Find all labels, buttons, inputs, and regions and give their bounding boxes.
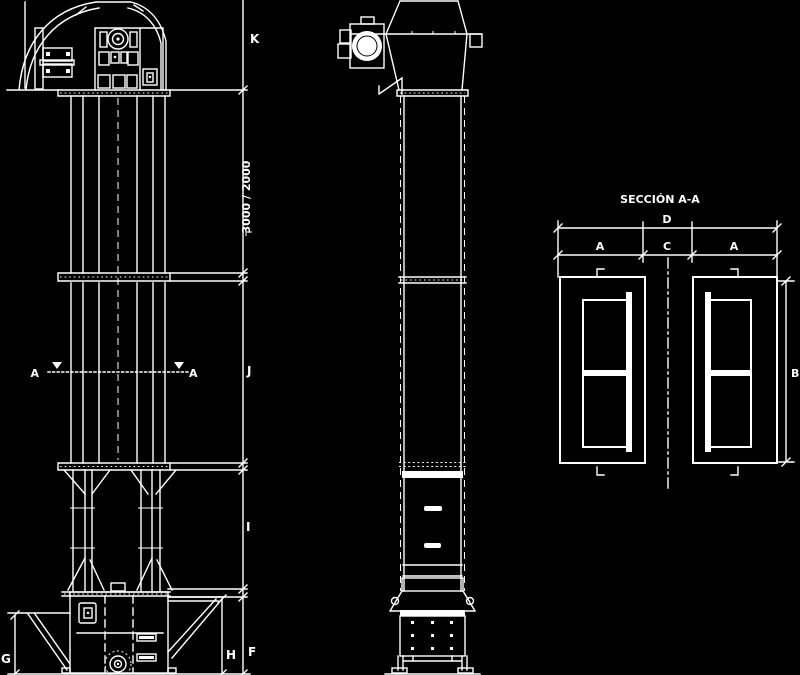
front-hopper-left — [7, 612, 71, 671]
dim-label-k: K — [250, 32, 260, 46]
dim-label-length: 3000 / 2000 — [240, 160, 253, 233]
side-boot — [384, 577, 481, 675]
cut-label-left: A — [30, 367, 39, 380]
dim-label-g: G — [1, 652, 11, 666]
front-view: A A — [6, 1, 251, 675]
section-right-leg — [692, 268, 778, 476]
cut-label-right: A — [189, 367, 198, 380]
side-view — [337, 0, 483, 675]
motor — [352, 31, 382, 61]
front-casing-column — [57, 95, 171, 471]
boot-inspection-door — [78, 602, 97, 624]
section-view: SECCIÓN A-A D A C A B — [553, 193, 799, 490]
side-casing-column — [398, 95, 467, 592]
dim-label-b: B — [791, 367, 799, 380]
dim-label-a-right: A — [730, 240, 739, 253]
section-title: SECCIÓN A-A — [620, 193, 700, 206]
dim-label-h: H — [226, 648, 236, 662]
door-handle-upper — [424, 506, 442, 511]
door-handle-lower — [424, 543, 441, 548]
drive-shaft-center — [116, 37, 120, 41]
dim-label-i: I — [246, 520, 250, 534]
front-support-legs — [63, 469, 177, 592]
head-inspection-door — [142, 68, 158, 86]
front-hopper-right — [167, 596, 225, 659]
front-section-cut-line: A A — [30, 362, 198, 380]
dim-label-a-left: A — [596, 240, 605, 253]
section-left-leg — [559, 268, 646, 476]
cut-arrow-right — [174, 362, 184, 369]
front-boot — [7, 591, 251, 675]
dim-label-f: F — [248, 645, 256, 659]
side-head — [337, 0, 483, 97]
dim-label-j: J — [246, 364, 251, 378]
front-dimensions: K 3000 / 2000 J I H F G — [1, 0, 260, 675]
boot-pulley — [104, 650, 132, 675]
boot-bolts — [411, 621, 453, 650]
dim-label-d: D — [662, 213, 671, 226]
front-head — [6, 1, 248, 97]
dim-label-c: C — [663, 240, 671, 253]
cut-arrow-left — [52, 362, 62, 369]
